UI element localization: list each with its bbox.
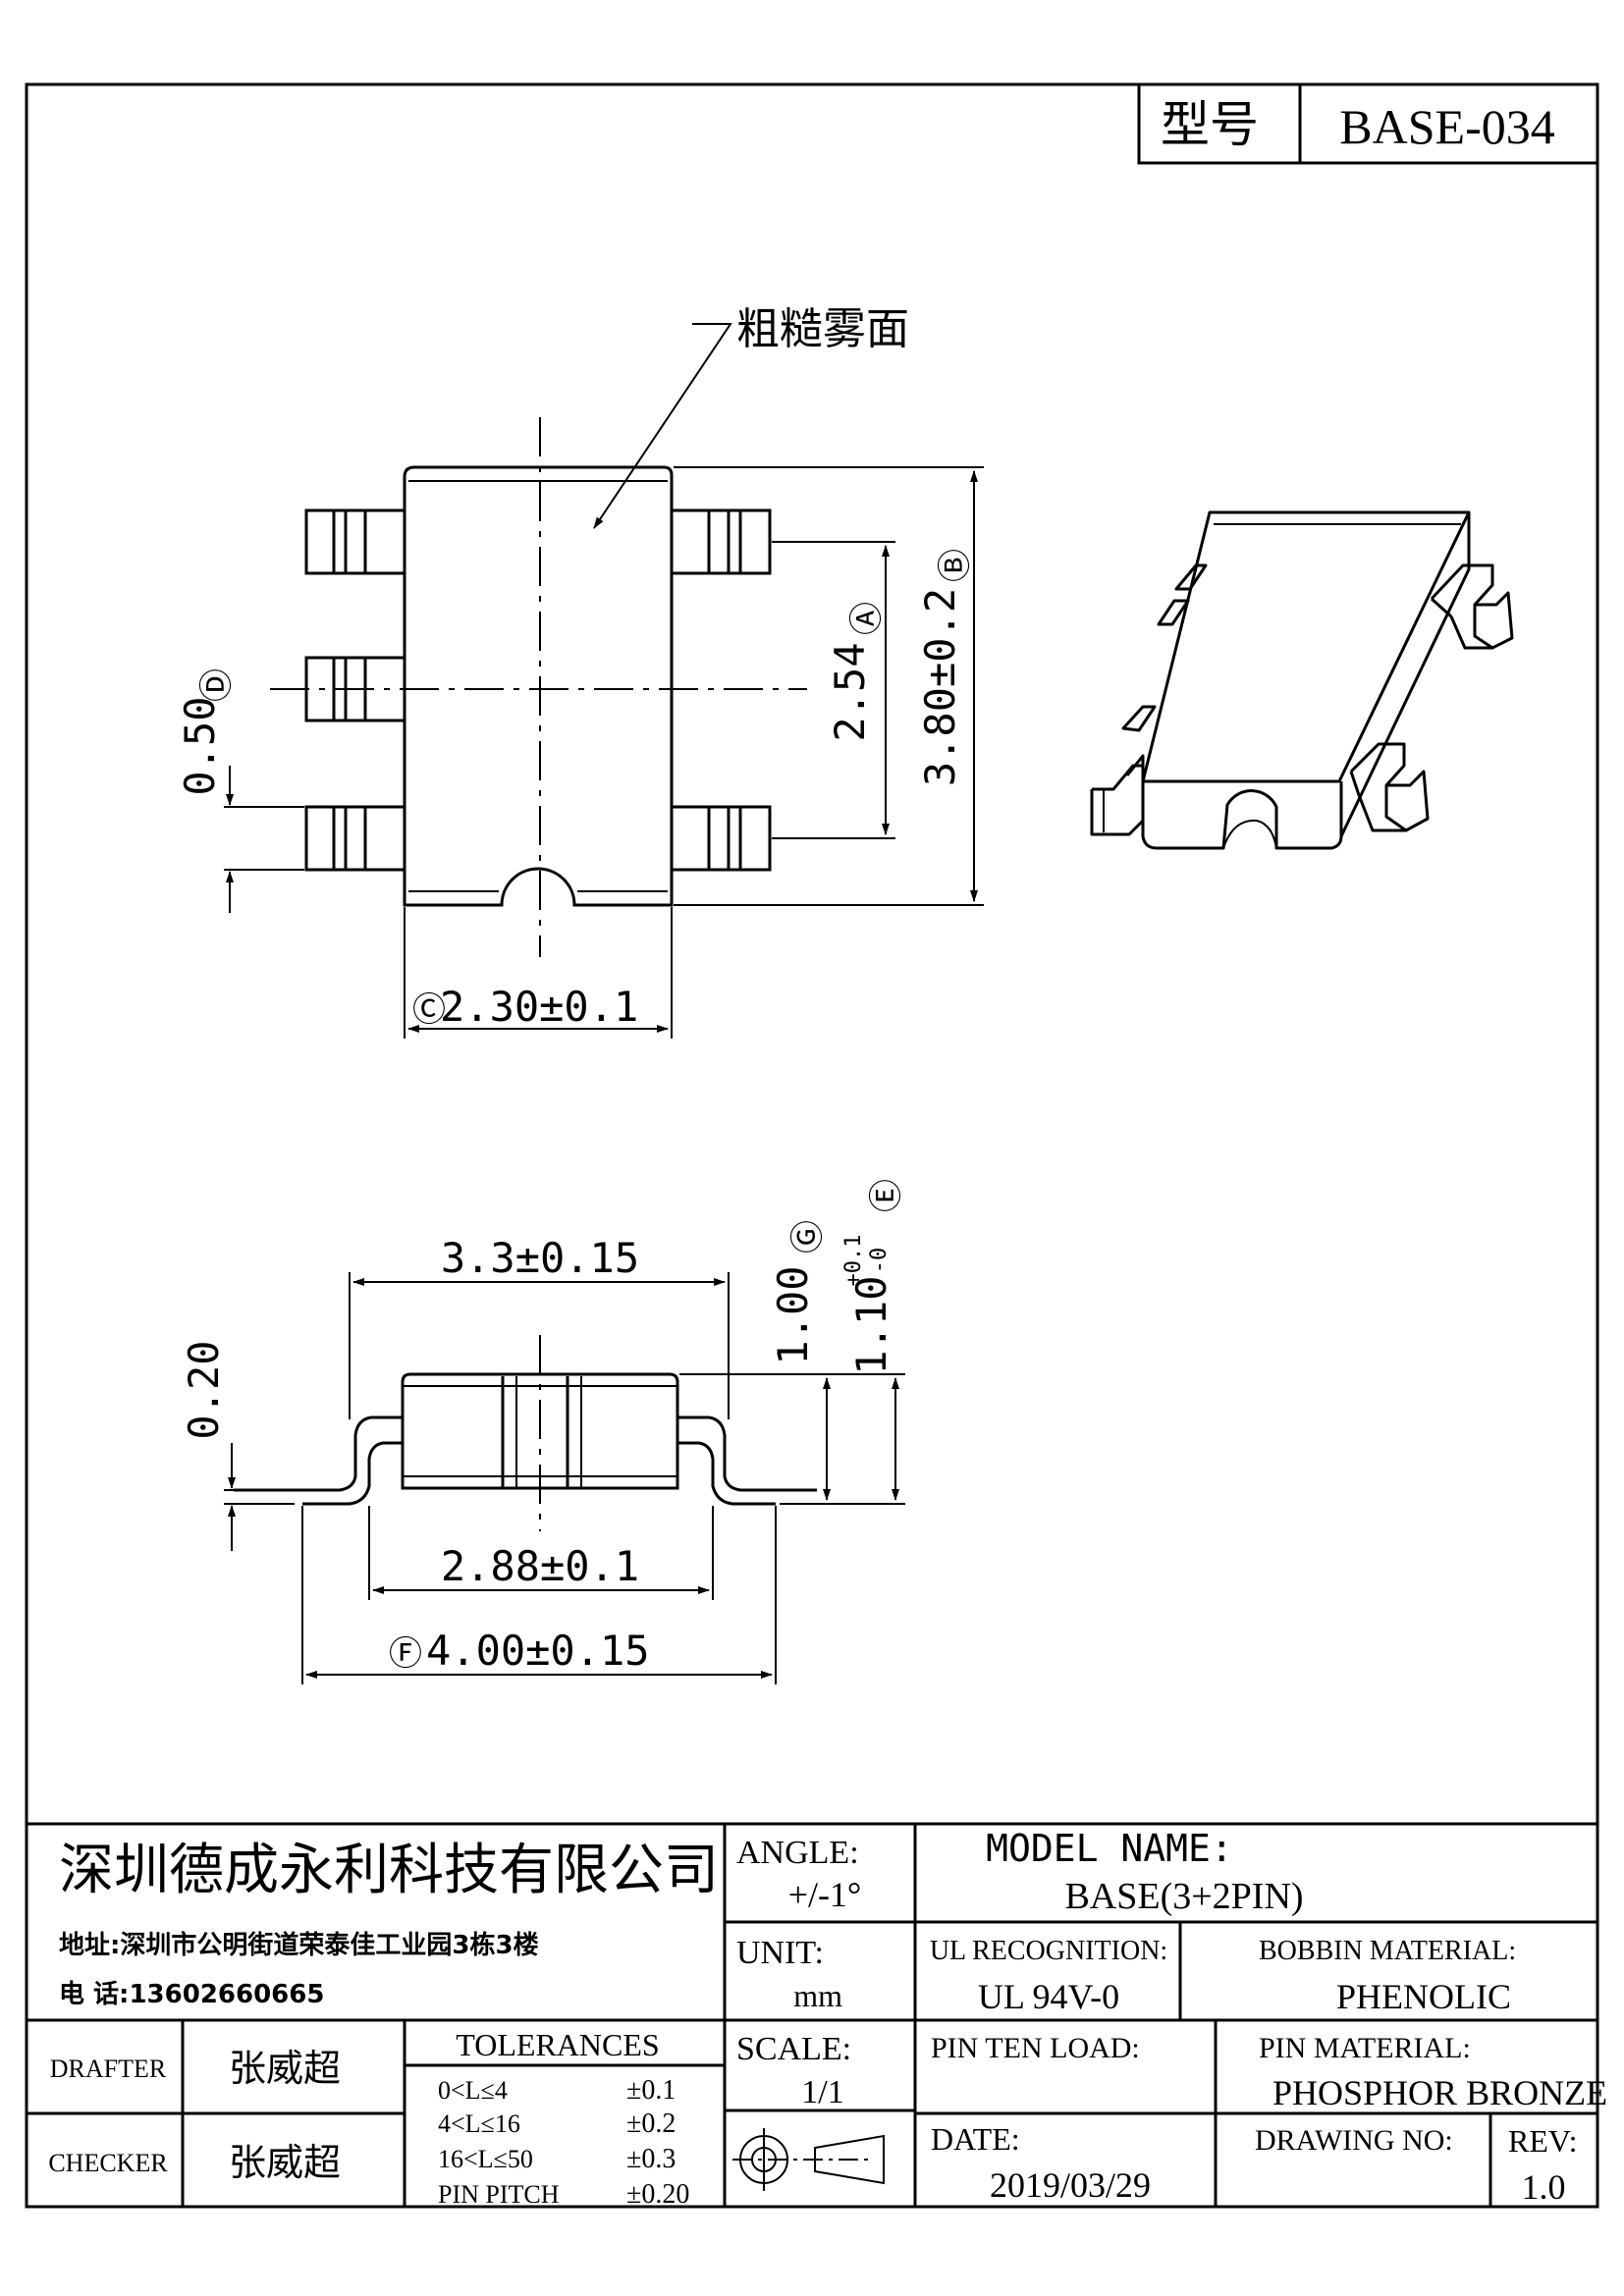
company-address: 地址:深圳市公明街道荣泰佳工业园3栋3楼 bbox=[59, 1930, 539, 1960]
checker-name: 张威超 bbox=[229, 2141, 341, 2184]
unit-label: UNIT: bbox=[736, 1935, 824, 1971]
dim-pin-thk-value: 0.20 bbox=[180, 1340, 228, 1439]
date-label: DATE: bbox=[931, 2121, 1020, 2157]
tol-value-3: ±0.20 bbox=[626, 2179, 689, 2210]
rev-value: 1.0 bbox=[1522, 2167, 1566, 2207]
model-label: 型号 bbox=[1161, 96, 1259, 153]
company-name: 深圳德成永利科技有限公司 bbox=[59, 1839, 719, 1902]
checker-label: CHECKER bbox=[48, 2149, 168, 2177]
dim-e-value: 1.10 bbox=[847, 1275, 895, 1374]
side-view-body bbox=[401, 1372, 679, 1490]
dim-inner-value: 2.88±0.1 bbox=[441, 1542, 639, 1590]
dim-e-tol-minus: -0 bbox=[867, 1248, 892, 1274]
pin-material-value: PHOSPHOR BRONZE bbox=[1272, 2073, 1607, 2112]
dim-width-value: 3.3±0.15 bbox=[441, 1234, 639, 1282]
company-phone: 电 话:13602660665 bbox=[59, 1980, 324, 2009]
dim-f-tag: Ⓕ bbox=[389, 1634, 422, 1674]
sheet-border bbox=[25, 82, 1599, 2209]
model-box: 型号 BASE-034 bbox=[1137, 82, 1599, 165]
tol-range-1: 4<L≤16 bbox=[438, 2109, 520, 2138]
dim-d-value: 0.50 bbox=[176, 696, 224, 795]
angle-label: ANGLE: bbox=[736, 1835, 859, 1871]
dim-c-tag: Ⓒ bbox=[412, 990, 446, 1030]
angle-value: +/-1° bbox=[788, 1875, 862, 1914]
pin-material-label: PIN MATERIAL: bbox=[1259, 2032, 1471, 2064]
scale-value: 1/1 bbox=[801, 2074, 843, 2110]
ul-label: UL RECOGNITION: bbox=[930, 1936, 1167, 1966]
drafter-label: DRAFTER bbox=[50, 2055, 167, 2083]
tol-range-2: 16<L≤50 bbox=[438, 2145, 533, 2173]
dim-b-value: 3.80±0.2 bbox=[916, 588, 964, 786]
tol-value-2: ±0.3 bbox=[626, 2144, 676, 2174]
tol-value-1: ±0.2 bbox=[626, 2109, 676, 2139]
dim-g-tag: Ⓖ bbox=[788, 1220, 828, 1254]
dim-b-tag: Ⓑ bbox=[936, 549, 975, 582]
surface-note: 粗糙雾面 bbox=[736, 304, 909, 354]
dim-g-value: 1.00 bbox=[769, 1265, 817, 1364]
surface-leader bbox=[593, 323, 732, 529]
bobbin-label: BOBBIN MATERIAL: bbox=[1259, 1936, 1516, 1966]
dim-c-value: 2.30±0.1 bbox=[440, 983, 638, 1031]
tol-range-3: PIN PITCH bbox=[438, 2180, 560, 2209]
tolerances-label: TOLERANCES bbox=[456, 2027, 659, 2062]
unit-value: mm bbox=[793, 1978, 842, 2013]
drawing-no-label: DRAWING NO: bbox=[1255, 2124, 1453, 2157]
dim-d-tag: Ⓓ bbox=[197, 668, 237, 702]
drafter-name: 张威超 bbox=[229, 2047, 341, 2090]
rev-label: REV: bbox=[1508, 2123, 1578, 2159]
bobbin-value: PHENOLIC bbox=[1336, 1977, 1511, 2016]
model-value: BASE-034 bbox=[1339, 99, 1554, 154]
tol-value-0: ±0.1 bbox=[626, 2075, 676, 2106]
model-name-value: BASE(3+2PIN) bbox=[1064, 1876, 1303, 1917]
tol-range-0: 0<L≤4 bbox=[438, 2076, 508, 2105]
projection-symbol bbox=[732, 2128, 885, 2191]
scale-label: SCALE: bbox=[736, 2031, 851, 2067]
isometric-view bbox=[1090, 510, 1514, 850]
pin-ten-load-label: PIN TEN LOAD: bbox=[931, 2032, 1140, 2064]
title-block: 深圳德成永利科技有限公司 地址:深圳市公明街道荣泰佳工业园3栋3楼 电 话:13… bbox=[27, 1822, 1607, 2210]
dim-e-tag: Ⓔ bbox=[867, 1179, 906, 1212]
side-view bbox=[224, 1272, 905, 1684]
date-value: 2019/03/29 bbox=[990, 2165, 1151, 2205]
ul-value: UL 94V-0 bbox=[978, 1977, 1119, 2016]
top-right-pins bbox=[670, 508, 772, 872]
dim-a-tag: Ⓐ bbox=[847, 602, 887, 635]
dim-f-value: 4.00±0.15 bbox=[426, 1627, 650, 1675]
top-view bbox=[224, 323, 984, 1039]
dim-a-value: 2.54 bbox=[826, 642, 874, 741]
top-view-body bbox=[403, 465, 674, 907]
dim-e-tol-plus: +0.1 bbox=[841, 1235, 866, 1287]
model-name-label: MODEL NAME: bbox=[986, 1827, 1233, 1870]
